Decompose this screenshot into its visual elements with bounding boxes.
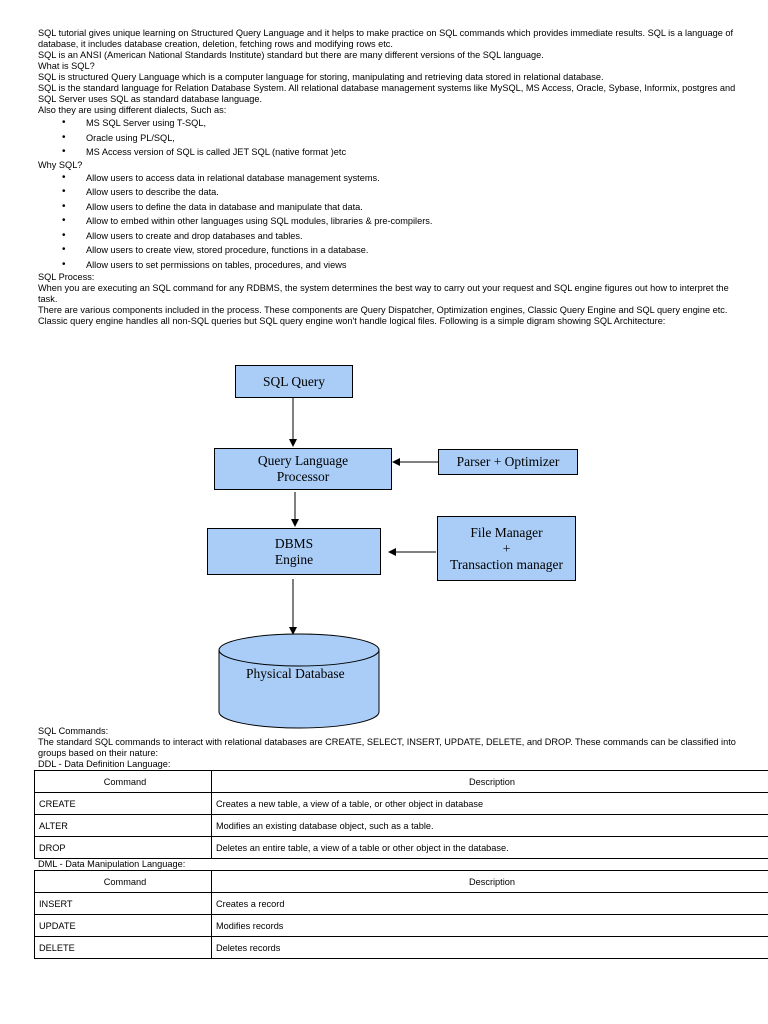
document-body: SQL tutorial gives unique learning on St… [38, 28, 743, 327]
parser-optimizer-label: Parser + Optimizer [456, 454, 560, 469]
dml-heading: DML - Data Manipulation Language: [38, 859, 186, 869]
file-manager-label-line-3: Transaction manager [449, 556, 564, 572]
list-item: Allow to embed within other languages us… [38, 214, 743, 229]
table-row: ALTER Modifies an existing database obje… [34, 814, 768, 837]
processor-label-line-2: Processor [276, 469, 330, 484]
list-item: Allow users to create view, stored proce… [38, 243, 743, 258]
table-row: UPDATE Modifies records [34, 914, 768, 937]
command-cell: DELETE [34, 936, 212, 959]
table-row: CREATE Creates a new table, a view of a … [34, 792, 768, 815]
table-row: DROP Deletes an entire table, a view of … [34, 836, 768, 859]
table-row: INSERT Creates a record [34, 892, 768, 915]
list-item: MS Access version of SQL is called JET S… [38, 145, 743, 160]
command-cell: DROP [34, 836, 212, 859]
sql-process-paragraph-2: There are various components included in… [38, 305, 728, 326]
description-cell: Creates a new table, a view of a table, … [211, 792, 768, 815]
ddl-heading: DDL - Data Definition Language: [38, 759, 171, 769]
description-cell: Modifies records [211, 914, 768, 937]
sql-commands-heading: SQL Commands: [38, 726, 109, 736]
list-item: Allow users to create and drop databases… [38, 229, 743, 244]
sql-query-label: SQL Query [262, 373, 326, 389]
parser-optimizer-box: Parser + Optimizer [438, 449, 578, 475]
dbms-label-line-2: Engine [274, 551, 314, 567]
column-header-description: Description [211, 870, 768, 893]
description-cell: Deletes records [211, 936, 768, 959]
list-item: MS SQL Server using T-SQL, [38, 116, 743, 131]
list-item: Allow users to define the data in databa… [38, 200, 743, 215]
command-cell: ALTER [34, 814, 212, 837]
dialects-list: MS SQL Server using T-SQL, Oracle using … [38, 116, 743, 160]
physical-database-label: Physical Database [246, 666, 345, 681]
list-item: Oracle using PL/SQL, [38, 131, 743, 146]
sql-commands-paragraph: The standard SQL commands to interact wi… [38, 737, 736, 758]
what-is-sql-paragraph-1: SQL is structured Query Language which i… [38, 72, 604, 82]
processor-label-line-1: Query Language [257, 453, 349, 468]
command-cell: UPDATE [34, 914, 212, 937]
column-header-description: Description [211, 770, 768, 793]
description-cell: Modifies an existing database object, su… [211, 814, 768, 837]
file-manager-label-line-2: + [502, 540, 511, 556]
description-cell: Deletes an entire table, a view of a tab… [211, 836, 768, 859]
column-header-command: Command [34, 770, 212, 793]
table-header-row: Command Description [34, 770, 768, 793]
why-sql-heading: Why SQL? [38, 159, 83, 170]
query-language-processor-box: Query Language Processor [214, 448, 392, 490]
sql-commands-section: SQL Commands: The standard SQL commands … [34, 726, 768, 959]
list-item: Allow users to set permissions on tables… [38, 258, 743, 273]
what-is-sql-paragraph-3: Also they are using different dialects, … [38, 105, 227, 115]
column-header-command: Command [34, 870, 212, 893]
list-item: Allow users to describe the data. [38, 185, 743, 200]
table-row: DELETE Deletes records [34, 936, 768, 959]
sql-process-paragraph-1: When you are executing an SQL command fo… [38, 283, 729, 304]
file-manager-label-line-1: File Manager [470, 524, 543, 540]
dml-table: Command Description INSERT Creates a rec… [34, 870, 768, 959]
command-cell: INSERT [34, 892, 212, 915]
dbms-label-line-1: DBMS [274, 535, 314, 551]
intro-paragraph: SQL tutorial gives unique learning on St… [38, 28, 734, 49]
ddl-table: Command Description CREATE Creates a new… [34, 770, 768, 859]
sql-query-box: SQL Query [235, 365, 353, 398]
description-cell: Creates a record [211, 892, 768, 915]
ansi-paragraph: SQL is an ANSI (American National Standa… [38, 50, 544, 60]
table-header-row: Command Description [34, 870, 768, 893]
why-sql-list: Allow users to access data in relational… [38, 171, 743, 273]
command-cell: CREATE [34, 792, 212, 815]
what-is-sql-heading: What is SQL? [38, 61, 95, 71]
list-item: Allow users to access data in relational… [38, 171, 743, 186]
dbms-engine-box: DBMS Engine [207, 528, 381, 575]
sql-process-heading: SQL Process: [38, 272, 95, 282]
file-manager-box: File Manager + Transaction manager [437, 516, 576, 581]
what-is-sql-paragraph-2: SQL is the standard language for Relatio… [38, 83, 736, 104]
